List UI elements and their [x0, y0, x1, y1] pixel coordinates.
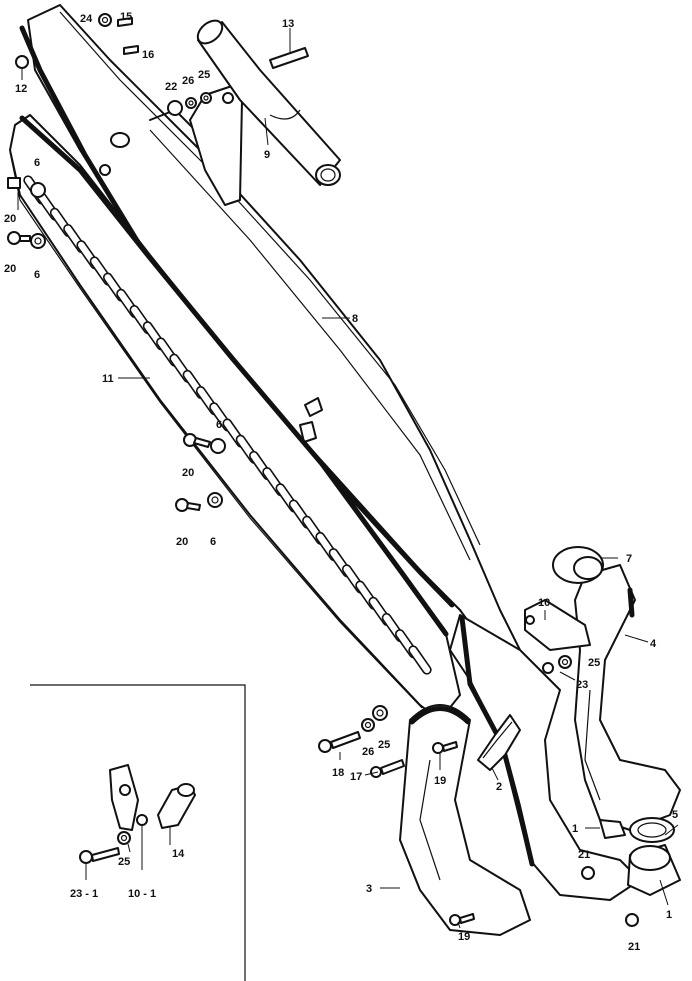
callout-6: 6: [34, 157, 40, 169]
callout-6: 6: [210, 536, 216, 548]
exhaust-pipe-3: [399, 704, 531, 936]
callout-23-1: 23 - 1: [70, 888, 98, 900]
callout-5: 5: [672, 809, 678, 821]
callout-6: 6: [216, 419, 222, 431]
callout-23: 23: [576, 679, 588, 691]
muffler-bracket: [189, 84, 243, 206]
callout-25: 25: [118, 856, 130, 868]
callout-17: 17: [350, 771, 362, 783]
callout-10: 10: [538, 597, 550, 609]
callout-20: 20: [4, 263, 16, 275]
callout-20: 20: [176, 536, 188, 548]
joint-part-7: [552, 546, 604, 584]
flange-part-1: [599, 817, 681, 896]
callout-21: 21: [628, 941, 640, 953]
callout-2: 2: [496, 781, 502, 793]
callout-24: 24: [80, 13, 93, 25]
callout-25: 25: [588, 657, 600, 669]
inset-panel: [30, 684, 246, 981]
callout-3: 3: [366, 883, 372, 895]
callout-6: 6: [34, 269, 40, 281]
callout-labels: 24 15 16 13 12 22 26 25 9 6 20 20 6 8 11…: [4, 11, 678, 953]
callout-4: 4: [650, 638, 657, 650]
callout-20: 20: [4, 213, 16, 225]
callout-18: 18: [332, 767, 344, 779]
callout-12: 12: [15, 83, 27, 95]
callout-25: 25: [198, 69, 210, 81]
heat-shield-slots: [23, 175, 432, 675]
callout-1: 1: [666, 909, 672, 921]
callout-8: 8: [352, 313, 358, 325]
callout-1: 1: [572, 823, 578, 835]
callout-19: 19: [458, 931, 470, 943]
tail-pipe-part: [196, 19, 341, 186]
clamp-part-2: [477, 714, 521, 771]
callout-16: 16: [142, 49, 154, 61]
callout-11: 11: [102, 373, 114, 385]
callout-15: 15: [120, 11, 132, 23]
callout-20: 20: [182, 467, 194, 479]
callout-22: 22: [165, 81, 177, 93]
callout-26: 26: [362, 746, 374, 758]
callout-26: 26: [182, 75, 194, 87]
callout-14: 14: [172, 848, 185, 860]
leader-lines: [17, 28, 679, 929]
callout-19: 19: [434, 775, 446, 787]
callout-7: 7: [626, 553, 632, 565]
heat-shield-slot: [408, 645, 432, 675]
callout-13: 13: [282, 18, 294, 30]
callout-25: 25: [378, 739, 390, 751]
callout-21: 21: [578, 849, 590, 861]
bracket-part-10: [524, 599, 591, 651]
callout-9: 9: [264, 149, 270, 161]
callout-10-1: 10 - 1: [128, 888, 156, 900]
